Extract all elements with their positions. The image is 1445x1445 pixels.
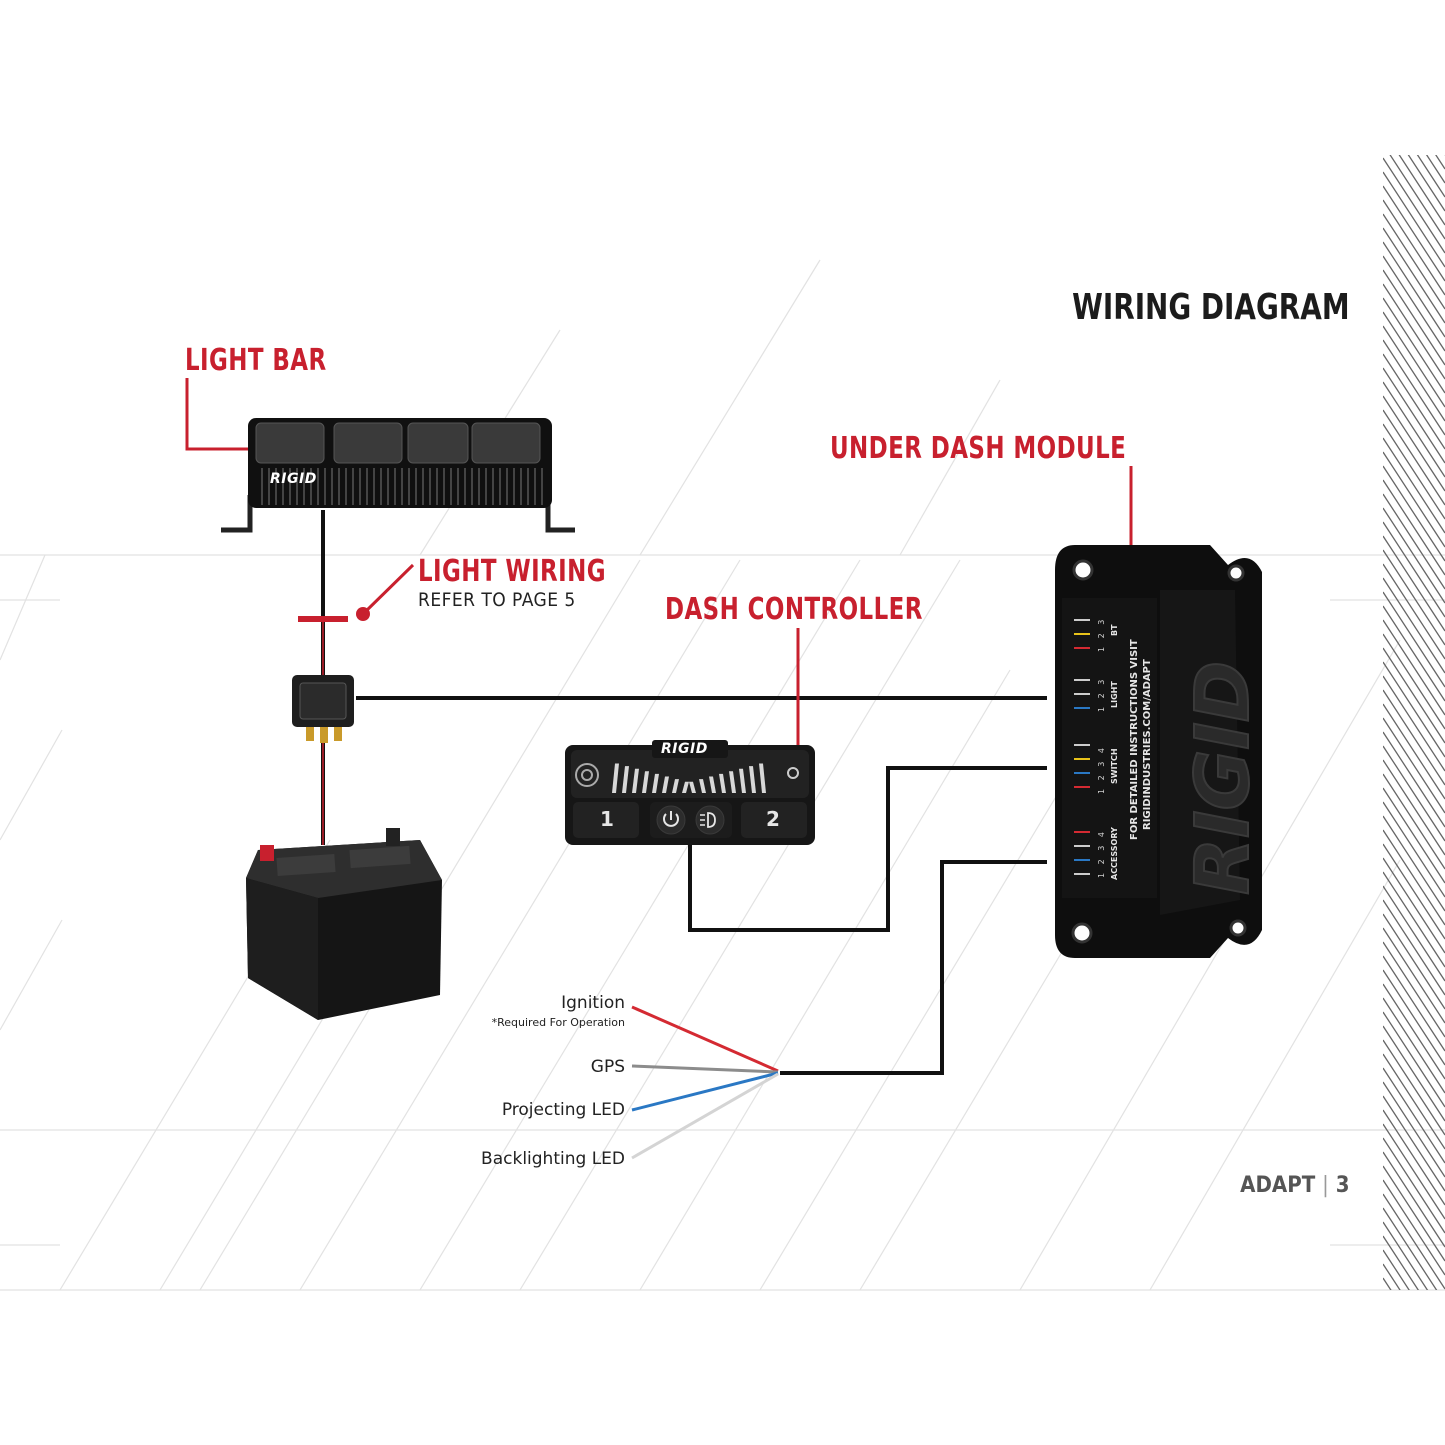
wire-note-ignition: *Required For Operation [491, 1016, 625, 1029]
wire-label-gps: GPS [590, 1057, 625, 1077]
footer-product: ADAPT [1240, 1173, 1316, 1198]
page-title: WIRING DIAGRAM [1072, 287, 1350, 328]
wire-label-backlighting-led: Backlighting LED [481, 1149, 625, 1169]
input-wires [631, 1005, 779, 1160]
module-instructions-line1: FOR DETAILED INSTRUCTIONS VISIT [1129, 639, 1140, 840]
port-group-light-pins: 1 2 3 [1097, 676, 1106, 712]
light-bar [221, 418, 575, 533]
under-dash-module [1055, 545, 1262, 958]
dash-controller-logo: RIGID [661, 741, 708, 757]
wire-label-ignition: Ignition [561, 993, 625, 1013]
module-logo: RIGID [1179, 660, 1267, 896]
port-group-switch-label: SWITCH [1110, 748, 1119, 784]
controller-button-1[interactable]: 1 [600, 807, 614, 831]
port-group-bt-label: BT [1110, 624, 1119, 636]
page-footer: ADAPT | 3 [1241, 1173, 1350, 1198]
light-wiring-note: REFER TO PAGE 5 [418, 589, 576, 611]
port-group-switch-pins: 1 2 3 4 [1097, 745, 1106, 794]
hatch-pattern [1383, 155, 1445, 1290]
controller-button-2[interactable]: 2 [766, 807, 780, 831]
port-group-accessory-label: ACCESSORY [1110, 827, 1119, 880]
under-dash-module-label: UNDER DASH MODULE [830, 431, 1127, 466]
port-group-accessory-pins: 1 2 3 4 [1097, 829, 1106, 878]
wire-label-projecting-led: Projecting LED [501, 1100, 625, 1120]
light-wiring-label: LIGHT WIRING [418, 554, 606, 589]
light-bar-logo: RIGID [270, 471, 317, 487]
footer-separator: | [1322, 1173, 1330, 1198]
footer-page-number: 3 [1336, 1173, 1350, 1198]
relay [292, 675, 354, 743]
wires [321, 510, 1047, 1075]
dash-controller [565, 740, 815, 845]
callout-lines [185, 378, 1133, 758]
dash-controller-label: DASH CONTROLLER [665, 592, 923, 627]
port-group-light-label: LIGHT [1110, 681, 1119, 708]
module-instructions-line2: RIGIDINDUSTRIES.COM/ADAPT [1142, 659, 1153, 830]
battery [246, 828, 442, 1020]
port-group-bt-pins: 1 2 3 [1097, 616, 1106, 652]
light-bar-label: LIGHT BAR [185, 343, 327, 378]
